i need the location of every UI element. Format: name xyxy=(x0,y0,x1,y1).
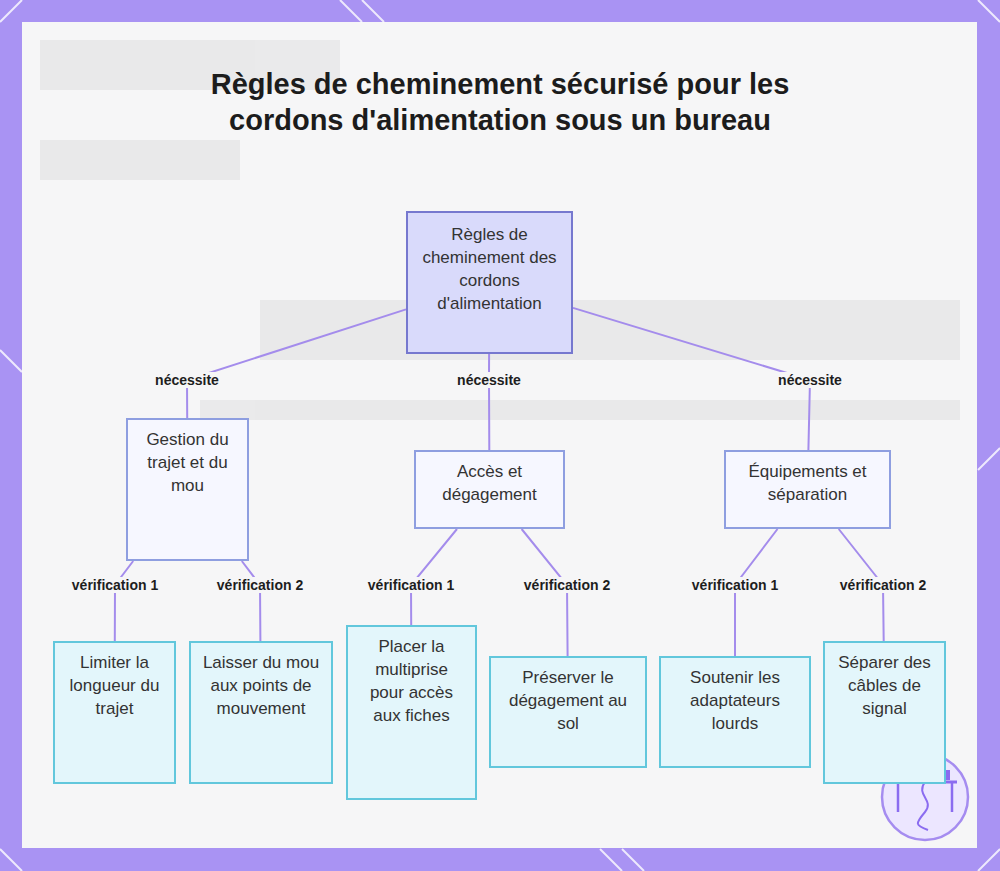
process-box: Placer la multiprise pour accès aux fich… xyxy=(346,625,477,800)
connector xyxy=(573,308,810,450)
connector xyxy=(242,561,261,641)
box-text: Séparer des câbles de signal xyxy=(833,651,936,720)
box-text: Placer la multiprise pour accès aux fich… xyxy=(356,635,467,727)
connector xyxy=(115,561,133,641)
edge-label: vérification 1 xyxy=(366,577,456,593)
box-text: Gestion du trajet et du mou xyxy=(136,428,239,497)
process-box: Règles de cheminement des cordons d'alim… xyxy=(406,211,573,354)
box-content: Placer la multiprise pour accès aux fich… xyxy=(356,635,467,727)
box-text: Règles de cheminement des cordons d'alim… xyxy=(416,223,563,315)
process-box: Gestion du trajet et du mou xyxy=(126,418,249,561)
edge-label: vérification 1 xyxy=(70,577,160,593)
process-box: Laisser du mou aux points de mouvement xyxy=(189,641,333,784)
box-content: Équipements et séparation xyxy=(734,460,881,506)
diagram-title: Règles de cheminement sécurisé pour les … xyxy=(190,66,810,138)
process-box: Séparer des câbles de signal xyxy=(823,641,946,784)
connector xyxy=(187,309,406,418)
box-text: Limiter la longueur du trajet xyxy=(63,651,166,720)
box-content: Préserver le dégagement au sol xyxy=(499,666,637,735)
edge-label: vérification 2 xyxy=(215,577,305,593)
box-content: Gestion du trajet et du mou xyxy=(136,428,239,497)
edge-label: nécessite xyxy=(153,372,221,388)
box-text: Accès et dégagement xyxy=(424,460,555,506)
box-content: Laisser du mou aux points de mouvement xyxy=(199,651,323,720)
box-content: Séparer des câbles de signal xyxy=(833,651,936,720)
box-text: Équipements et séparation xyxy=(734,460,881,506)
box-content: Règles de cheminement des cordons d'alim… xyxy=(416,223,563,315)
box-text: Laisser du mou aux points de mouvement xyxy=(199,651,323,720)
edge-label: vérification 2 xyxy=(522,577,612,593)
process-box: Accès et dégagement xyxy=(414,450,565,529)
process-box: Équipements et séparation xyxy=(724,450,891,529)
edge-label: vérification 2 xyxy=(838,577,928,593)
box-content: Accès et dégagement xyxy=(424,460,555,506)
edge-label: vérification 1 xyxy=(690,577,780,593)
box-text: Préserver le dégagement au sol xyxy=(499,666,637,735)
connector xyxy=(488,354,490,450)
box-content: Limiter la longueur du trajet xyxy=(63,651,166,720)
process-box: Limiter la longueur du trajet xyxy=(53,641,176,784)
box-content: Soutenir les adaptateurs lourds xyxy=(669,666,801,735)
process-box: Préserver le dégagement au sol xyxy=(489,656,647,768)
process-box: Soutenir les adaptateurs lourds xyxy=(659,656,811,768)
box-text: Soutenir les adaptateurs lourds xyxy=(669,666,801,735)
edge-label: nécessite xyxy=(455,372,523,388)
edge-label: nécessite xyxy=(776,372,844,388)
